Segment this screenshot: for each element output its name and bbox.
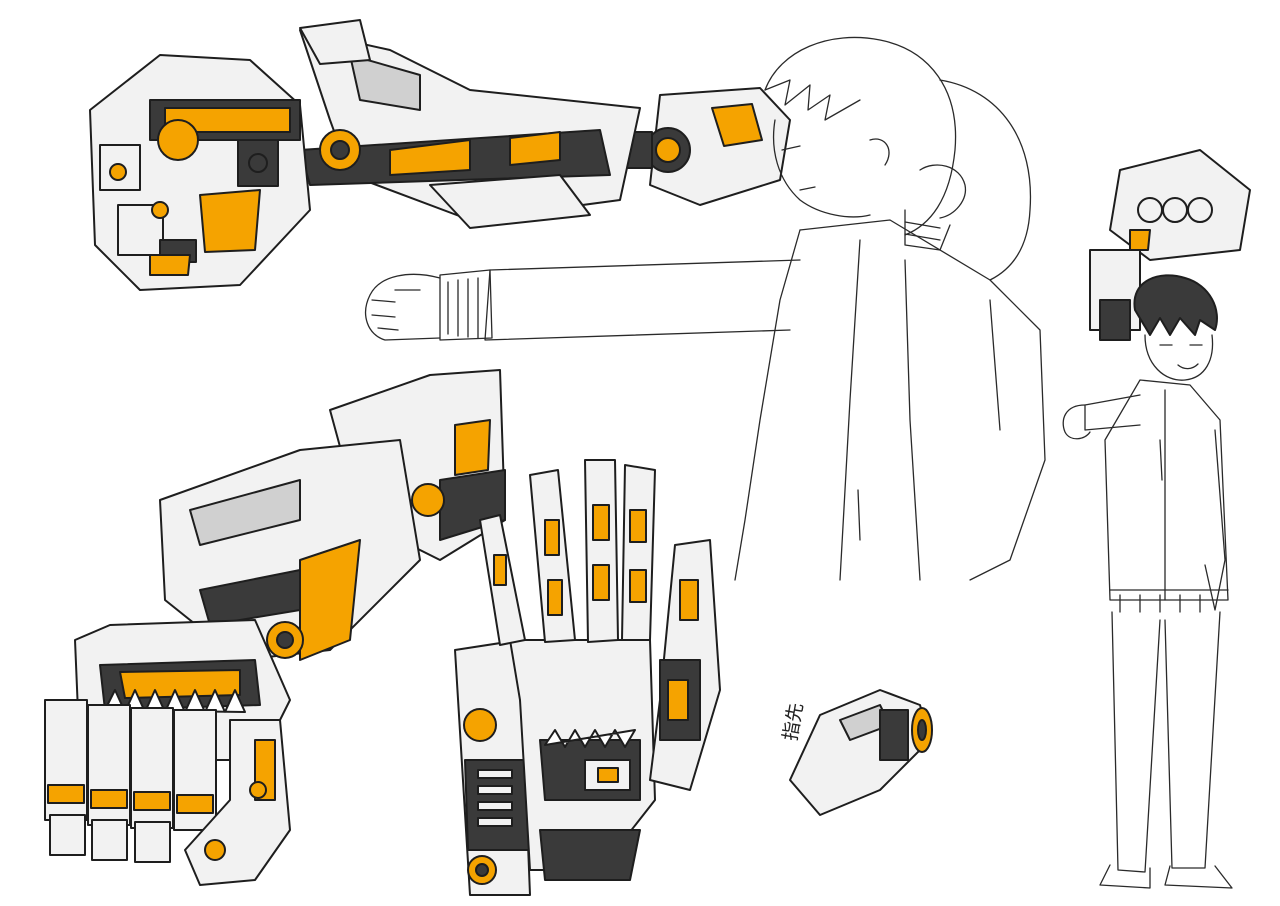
character-line-art-large bbox=[365, 36, 1046, 581]
mech-hand-open-back-view bbox=[454, 459, 721, 896]
fingertip-detail: 指先 bbox=[779, 689, 933, 816]
open-hand-fingers bbox=[479, 459, 721, 791]
mech-fist-three-quarter-view bbox=[44, 369, 506, 886]
mech-arm-side-view bbox=[89, 19, 791, 291]
fist-fingers bbox=[44, 699, 217, 863]
fingertip-label: 指先 bbox=[779, 701, 807, 742]
character-full-body-small bbox=[1062, 149, 1251, 889]
